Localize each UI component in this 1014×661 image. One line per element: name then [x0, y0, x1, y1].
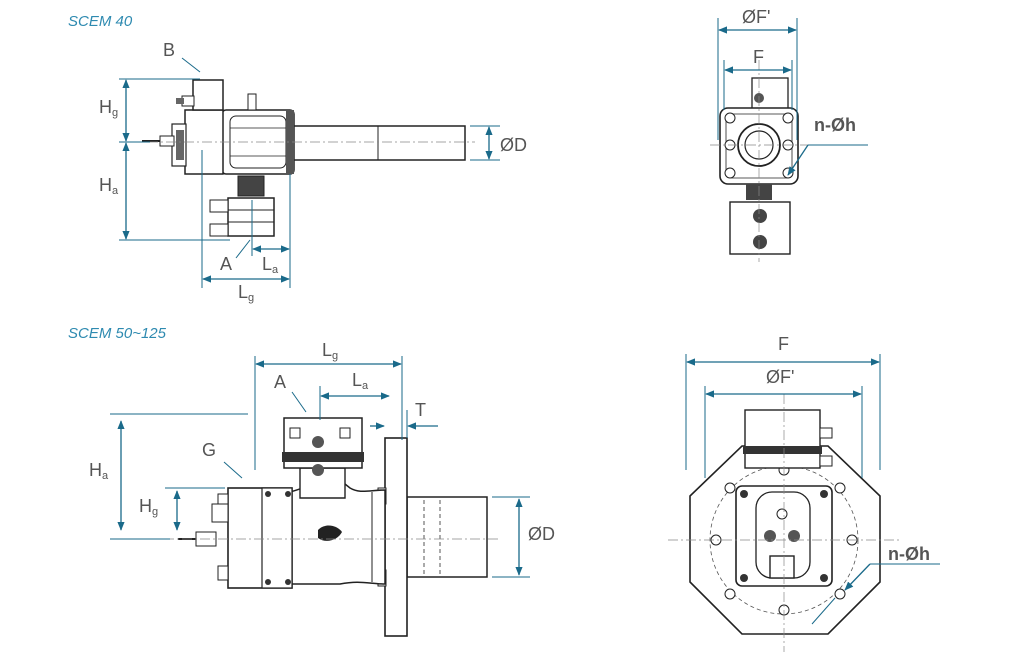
title-scem50-125: SCEM 50~125	[68, 325, 166, 342]
label-A: A	[274, 372, 286, 392]
label-Hg: Hg	[139, 496, 158, 518]
label-A: A	[220, 254, 232, 274]
label-F: F	[753, 47, 764, 67]
label-nh: n-Øh	[814, 115, 856, 135]
scem50-front-dimensions: F ØF' n-Øh	[685, 334, 940, 625]
scem40-front-view	[710, 60, 808, 262]
scem50-side-view	[110, 417, 500, 637]
label-F: F	[778, 334, 789, 354]
scem40-side-dimensions: B Hg Ha ØD A La Lg	[99, 40, 527, 304]
scem50-front-view	[668, 394, 900, 652]
label-La: La	[352, 370, 369, 392]
label-OD: ØD	[500, 135, 527, 155]
title-scem40: SCEM 40	[68, 13, 133, 30]
scem50-side-dimensions: Lg A La T G Ha Hg ØD	[89, 340, 555, 578]
scem40-front-dimensions: ØF' F n-Øh	[717, 7, 868, 176]
label-OF: ØF'	[742, 7, 770, 27]
label-nh: n-Øh	[888, 544, 930, 564]
label-La: La	[262, 254, 279, 276]
scem40-side-view	[130, 79, 475, 237]
label-T: T	[415, 400, 426, 420]
label-B: B	[163, 40, 175, 60]
label-OD: ØD	[528, 524, 555, 544]
label-Ha: Ha	[99, 175, 119, 197]
label-Lg: Lg	[238, 282, 254, 304]
label-Lg: Lg	[322, 340, 338, 362]
label-OF: ØF'	[766, 367, 794, 387]
label-Hg: Hg	[99, 97, 118, 119]
label-G: G	[202, 440, 216, 460]
label-Ha: Ha	[89, 460, 109, 482]
